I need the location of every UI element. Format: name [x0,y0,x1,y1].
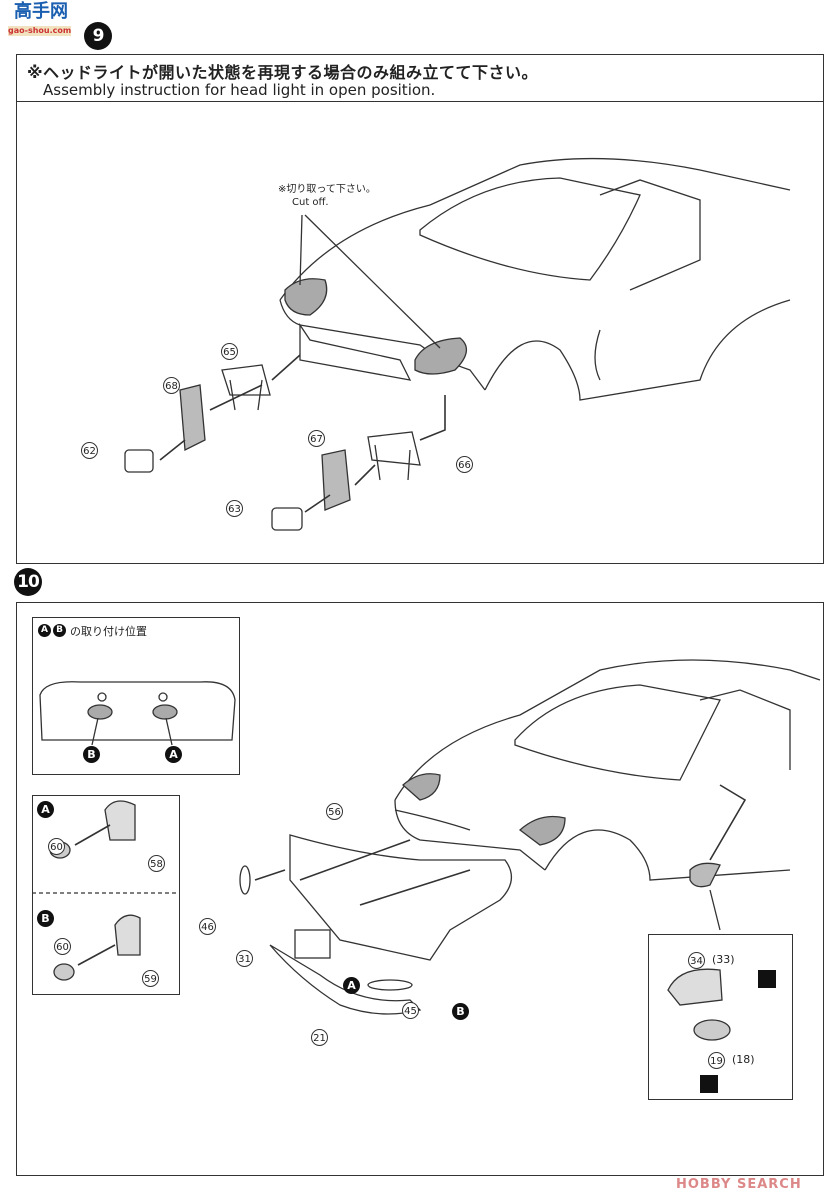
cut-area-left [284,278,328,316]
mirror-drawing [689,862,721,888]
part-21-drawing [269,944,422,1015]
part-label-60a: 60 [48,838,65,855]
paint-icon-2 [700,1075,718,1093]
part-label-68: 68 [163,377,180,394]
part-63-drawing [271,507,303,531]
part-label-60b: 60 [54,938,71,955]
part-46-drawing [239,865,251,895]
part-62-drawing [124,449,154,473]
part-56-drawing [289,834,512,961]
mounting-position-inset [32,617,240,775]
cut-off-en: Cut off. [292,197,329,208]
part-label-66: 66 [456,456,473,473]
inset-title: の取り付け位置 [70,625,147,638]
part-label-62: 62 [81,442,98,459]
part-34-drawing [667,968,723,1006]
step-10-badge: 10 [14,568,42,596]
part-label-67: 67 [308,430,325,447]
car-body-drawing-step10 [394,659,821,881]
cut-off-jp: ※切り取って下さい。 [278,184,376,195]
marker-a-inset: A [165,746,182,763]
part-label-56: 56 [326,803,343,820]
step-9-badge: 9 [84,22,112,50]
marker-a: A [38,624,51,637]
paint-icon-1 [758,970,776,988]
cut-area-right [414,337,467,375]
part-label-58: 58 [148,855,165,872]
marker-b: B [53,624,66,637]
marker-a-sub: A [37,801,54,818]
watermark-url: gao-shou.com [8,26,72,36]
part-label-18: (18) [732,1053,755,1066]
step-9-note: ※ヘッドライトが開いた状態を再現する場合のみ組み立てて下さい。 Assembly… [16,54,824,102]
car-body-drawing-step9 [279,157,791,401]
inset-bumper-drawing [39,681,236,746]
part-68-drawing [179,384,206,452]
note-japanese: ※ヘッドライトが開いた状態を再現する場合のみ組み立てて下さい。 [27,63,539,82]
marker-b-main: B [452,1003,469,1020]
part-label-63: 63 [226,500,243,517]
part-label-21: 21 [311,1029,328,1046]
marker-b-sub: B [37,910,54,927]
note-english: Assembly instruction for head light in o… [43,81,436,99]
watermark-logo: 高手网 [14,1,68,22]
part-67-drawing [321,449,351,511]
cut-off-note: ※切り取って下さい。 Cut off. [278,183,376,209]
marker-a-main: A [343,977,360,994]
part-label-31: 31 [236,950,253,967]
inset-b-drawing [53,914,141,981]
watermark-hobbysearch: HOBBY SEARCH [676,1177,802,1192]
part-label-65: 65 [221,343,238,360]
part-19-drawing [693,1019,731,1041]
part-45-drawing [367,979,413,991]
marker-b-inset: B [83,746,100,763]
part-66-drawing [367,431,421,481]
subassembly-inset [32,795,180,995]
part-label-33: (33) [712,953,735,966]
part-label-45: 45 [402,1002,419,1019]
mirror-inset [648,934,793,1100]
step-10-panel [16,602,824,1176]
part-65-drawing [221,364,271,411]
part-label-34: 34 [688,952,705,969]
part-label-19: 19 [708,1052,725,1069]
part-label-59: 59 [142,970,159,987]
part-31-drawing [294,929,331,959]
part-label-46: 46 [199,918,216,935]
